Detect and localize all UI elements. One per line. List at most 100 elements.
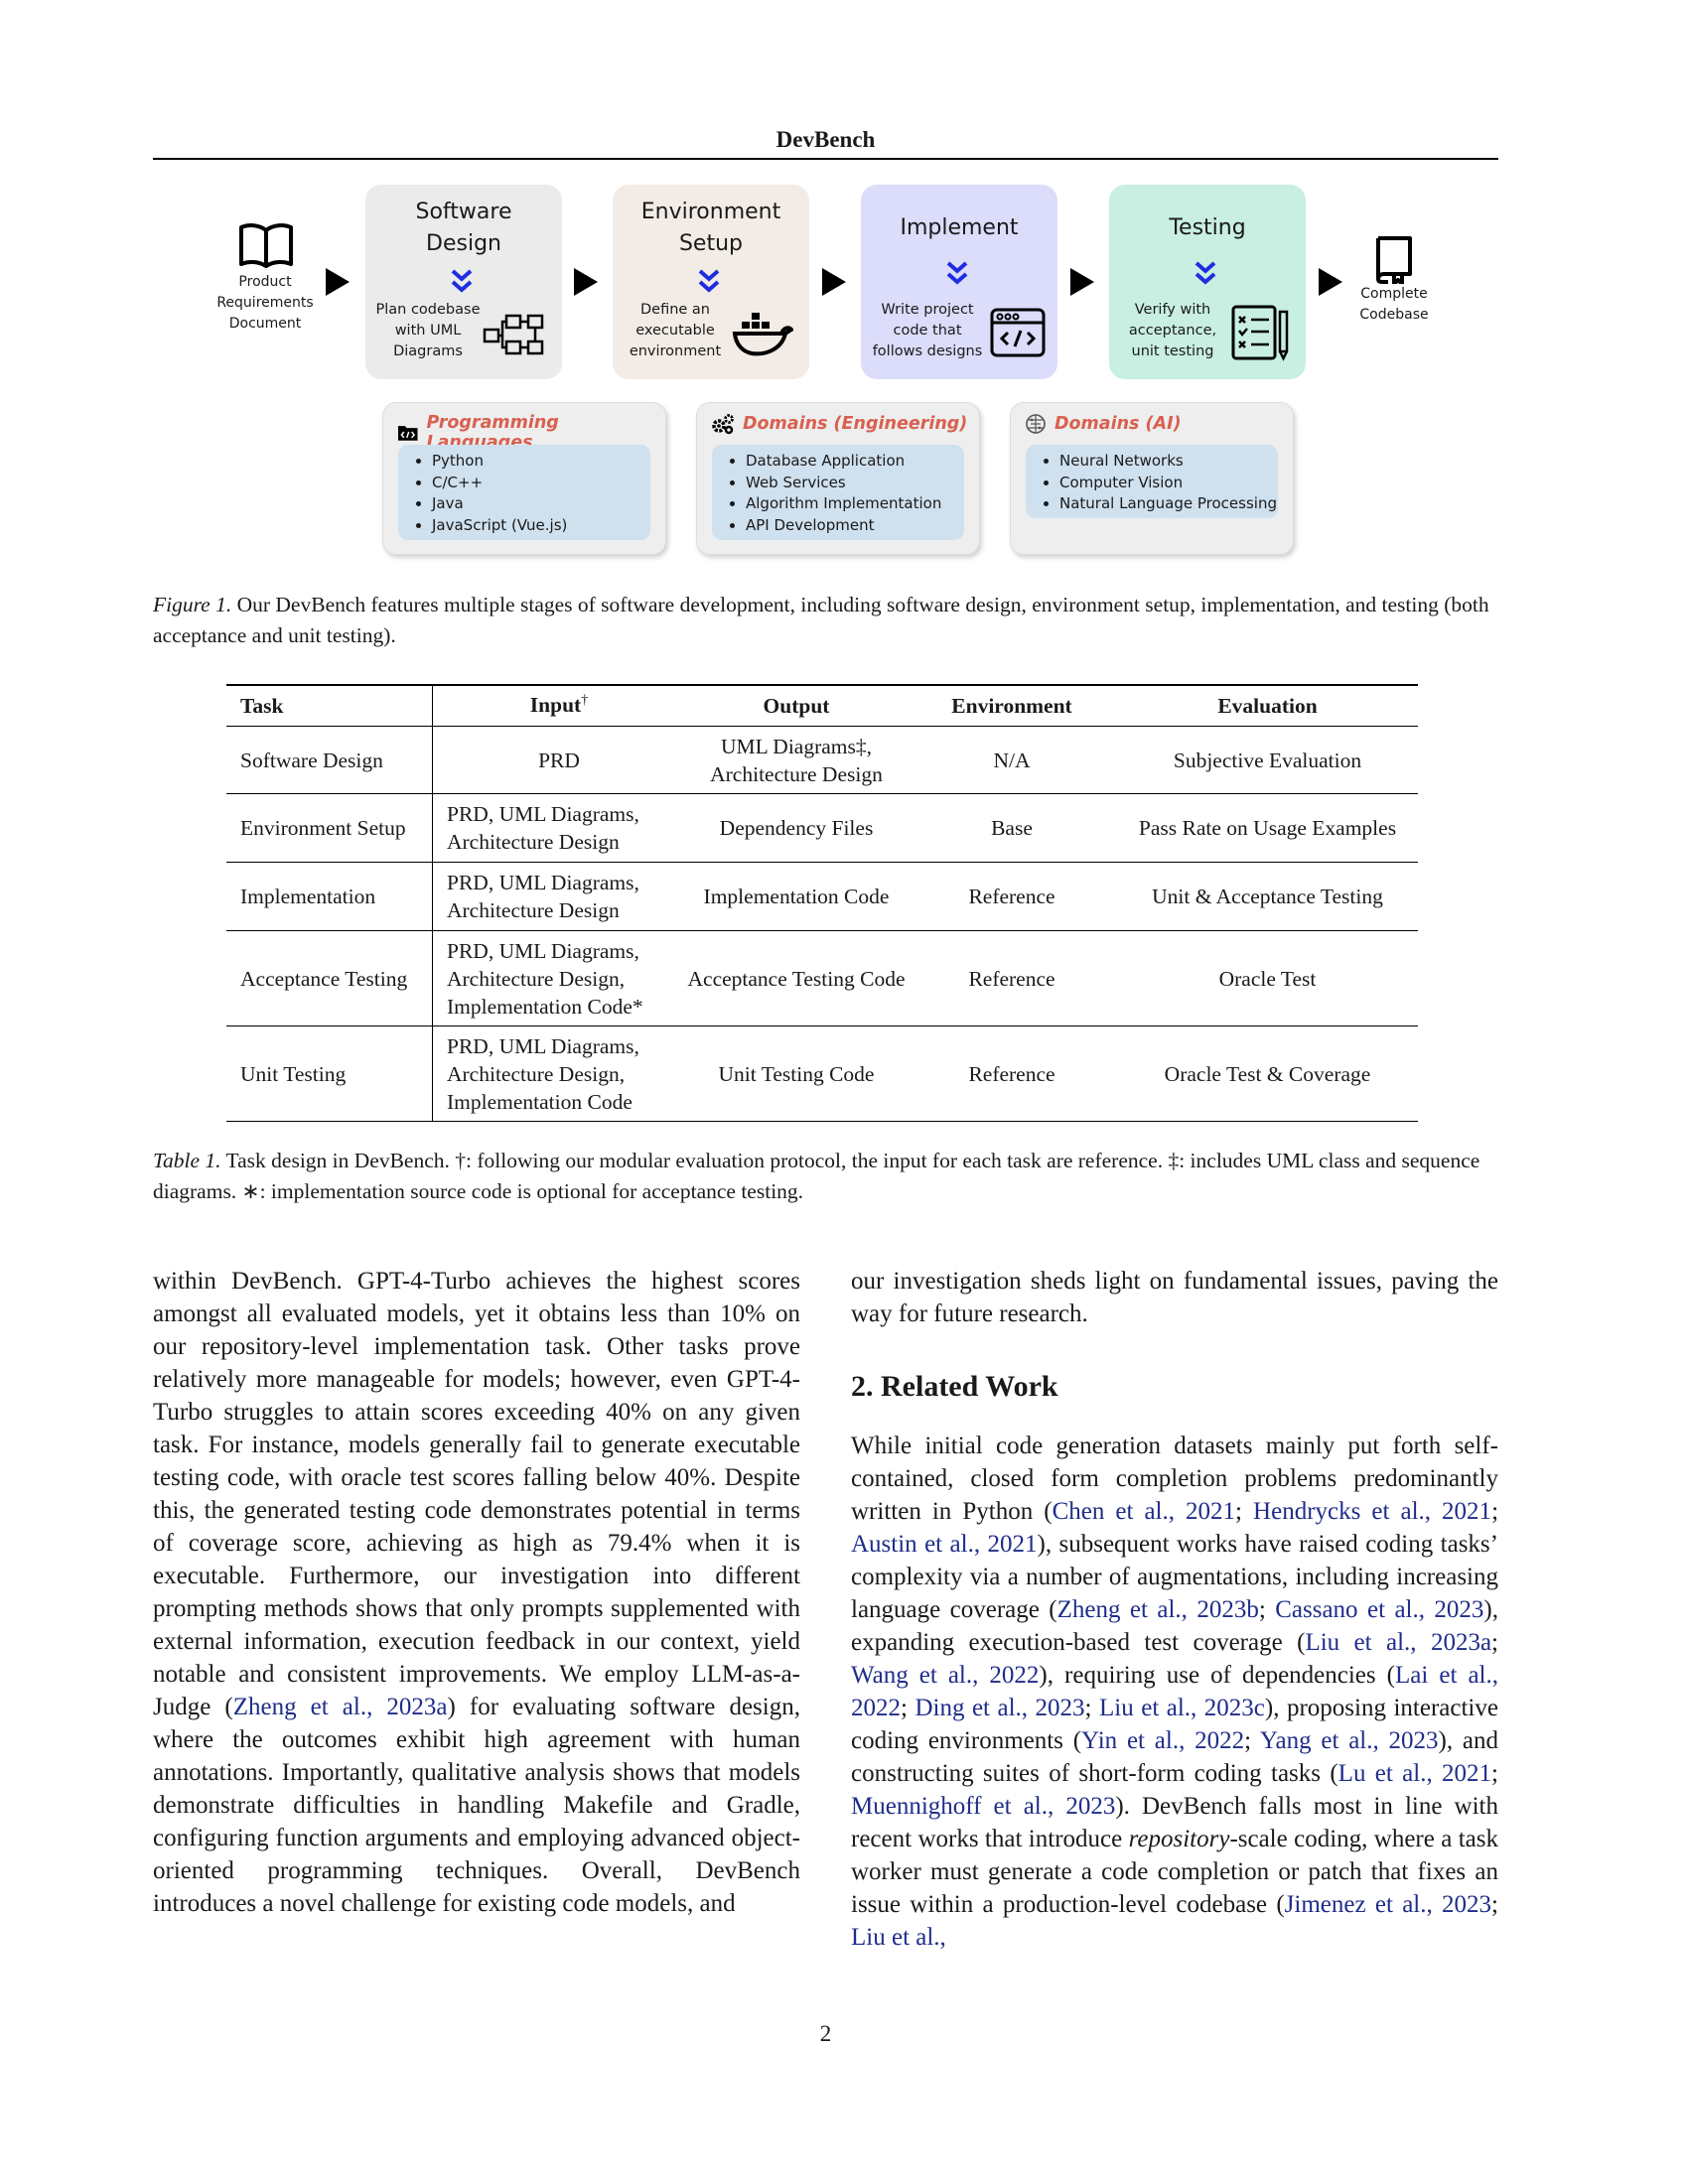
double-chevron-down-icon [1195, 261, 1216, 285]
running-header: DevBench [775, 127, 876, 152]
col-header-output: Output [686, 684, 907, 727]
cell-line: PRD [538, 748, 580, 772]
citation-link[interactable]: Liu et al., 2023a [1305, 1629, 1492, 1656]
cell-input: PRD [432, 726, 686, 794]
col-header-input: Input† [432, 684, 686, 727]
citation-link[interactable]: Lu et al., 2021 [1337, 1760, 1492, 1787]
citation-link[interactable]: Jimenez et al., 2023 [1284, 1891, 1492, 1918]
cell-evaluation: Unit & Acceptance Testing [1117, 862, 1418, 931]
citation-link[interactable]: Zheng et al., 2023a [232, 1694, 448, 1720]
checklist-icon [1231, 305, 1289, 361]
stage-title-line: Design [426, 231, 501, 256]
cell-line: PRD, UML Diagrams, [447, 802, 639, 826]
citation-link[interactable]: Muennighoff et al., 2023 [851, 1793, 1116, 1820]
citation-link[interactable]: Zheng et al., 2023b [1056, 1596, 1259, 1623]
text-run: ), expanding execution-based test covera… [851, 1596, 1498, 1656]
cell-line: Dependency Files [719, 816, 874, 840]
text-run: -scale coding, where a task worker must … [851, 1826, 1498, 1918]
cell-line: Architecture Design [710, 761, 883, 786]
figure-caption-label: Figure 1. [153, 593, 232, 616]
uml-diagram-icon [483, 314, 544, 355]
cell-output: Dependency Files [686, 793, 907, 863]
citation-link[interactable]: Lai et al., 2022 [851, 1662, 1498, 1721]
stage-description: Write project code that follows designs [869, 300, 986, 362]
list-item: API Development [746, 515, 964, 537]
stage-title-line: Software [415, 200, 512, 224]
section-heading: 2. Related Work [851, 1370, 1058, 1403]
text-run: our investigation sheds light on fundame… [851, 1268, 1498, 1327]
cell-task: Unit Testing [226, 1025, 433, 1122]
text-run: within DevBench. GPT-4-Turbo achieves th… [153, 1268, 800, 1720]
cell-line: Architecture Design, [447, 1061, 626, 1086]
double-chevron-down-icon [451, 269, 473, 293]
stage-testing: Testing Verify with acceptance, unit tes… [1109, 185, 1306, 379]
desc-line: Write project [881, 302, 974, 318]
flow-arrow [574, 268, 598, 296]
citation-link[interactable]: Austin et al., 2021 [851, 1531, 1038, 1558]
cell-task: Software Design [226, 726, 433, 794]
desc-line: Define an [639, 302, 710, 318]
col-header-input-text: Input [529, 693, 582, 718]
table-row: Unit Testing PRD, UML Diagrams, Architect… [226, 1025, 1418, 1122]
cell-evaluation: Oracle Test & Coverage [1117, 1025, 1418, 1122]
text-run: ; [1084, 1695, 1099, 1721]
text-run: ), requiring use of dependencies ( [1039, 1662, 1395, 1689]
table-row: Environment Setup PRD, UML Diagrams,Arch… [226, 793, 1418, 863]
citation-link[interactable]: Yang et al., 2023 [1259, 1727, 1439, 1754]
stage-software-design: Software Design Plan codebase with UML D… [365, 185, 562, 379]
cell-environment: Reference [907, 1025, 1117, 1122]
text-run: ; [1491, 1498, 1499, 1525]
end-label-line: Complete [1360, 286, 1428, 302]
list-item: Python [432, 451, 650, 473]
gears-icon [712, 414, 734, 435]
col-header-environment: Environment [907, 684, 1117, 727]
cell-evaluation: Subjective Evaluation [1117, 726, 1418, 794]
task-design-table: Task Input† Output Environment Evaluatio… [226, 684, 1418, 1122]
col-header-task: Task [226, 684, 433, 727]
cell-line: PRD, UML Diagrams, [447, 1033, 639, 1058]
desc-line: follows designs [872, 343, 983, 359]
cell-line: Architecture Design [447, 830, 620, 854]
stage-description: Verify with acceptance, unit testing [1117, 300, 1228, 362]
header-rule [153, 158, 1498, 160]
list-item: Web Services [746, 473, 964, 494]
start-label-line: Document [228, 316, 302, 332]
figure-caption: Figure 1. Our DevBench features multiple… [153, 590, 1503, 651]
emphasis-text: repository [1128, 1826, 1230, 1852]
brain-icon [1026, 414, 1046, 434]
cell-output: UML Diagrams‡,Architecture Design [686, 726, 907, 794]
panel-domains-engineering: Domains (Engineering) Database Applicati… [696, 402, 980, 555]
desc-line: unit testing [1131, 343, 1214, 359]
citation-link[interactable]: Chen et al., 2021 [1052, 1498, 1236, 1525]
citation-link[interactable]: Cassano et al., 2023 [1275, 1596, 1484, 1623]
citation-link[interactable]: Liu et al., 2023c [1099, 1695, 1265, 1721]
cell-task: Acceptance Testing [226, 930, 433, 1026]
list-item: Neural Networks [1059, 451, 1278, 473]
end-label-line: Codebase [1359, 307, 1429, 323]
flow-arrow [822, 268, 846, 296]
text-run: ), and constructing suites of short-form… [851, 1727, 1498, 1787]
stage-description: Define an executable environment [621, 300, 730, 362]
citation-link[interactable]: Yin et al., 2022 [1081, 1727, 1245, 1754]
desc-line: acceptance, [1128, 323, 1217, 339]
cell-line: Acceptance Testing Code [687, 966, 906, 991]
cell-environment: Reference [907, 862, 1117, 931]
desc-line: executable [635, 323, 715, 339]
desc-line: environment [629, 343, 722, 359]
list-item: Java [432, 493, 650, 515]
panel-list: Database Application Web Services Algori… [712, 445, 964, 540]
citation-link[interactable]: Liu et al., [851, 1924, 946, 1951]
stage-title-line: Testing [1169, 215, 1246, 240]
table-row: Implementation PRD, UML Diagrams,Archite… [226, 862, 1418, 931]
end-codebase-label: Complete Codebase [1339, 284, 1449, 326]
cell-environment: N/A [907, 726, 1117, 794]
citation-link[interactable]: Ding et al., 2023 [914, 1695, 1085, 1721]
table-caption-text: Task design in DevBench. †: following ou… [153, 1149, 1480, 1203]
cell-input: PRD, UML Diagrams, Architecture Design [432, 793, 686, 863]
citation-link[interactable]: Hendrycks et al., 2021 [1253, 1498, 1492, 1525]
cell-input: PRD, UML Diagrams,Architecture Design [432, 862, 686, 931]
text-run: ; [1491, 1760, 1498, 1787]
cell-input: PRD, UML Diagrams,Architecture Design,Im… [432, 1025, 686, 1122]
citation-link[interactable]: Wang et al., 2022 [851, 1662, 1040, 1689]
text-run: ), proposing interactive coding environm… [851, 1695, 1498, 1754]
